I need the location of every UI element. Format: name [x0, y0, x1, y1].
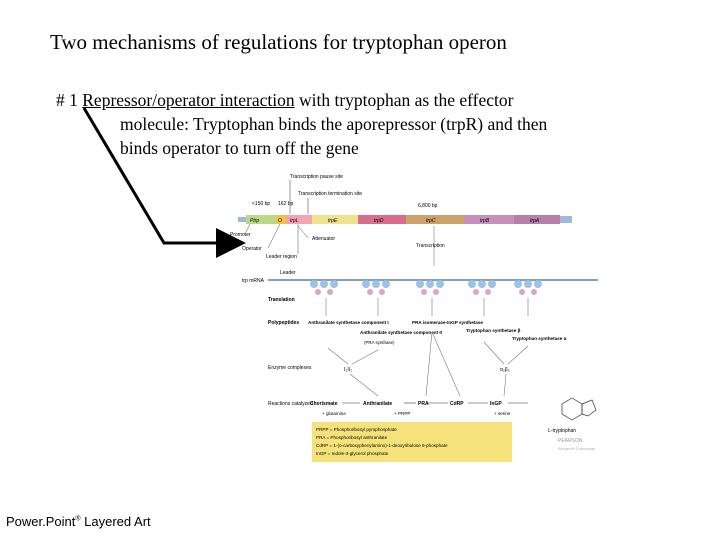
gene-block-ptrp [246, 215, 276, 224]
publisher-logo: PEARSON [558, 438, 583, 444]
polypeptide-trp-synthetase-alpha: Tryptophan synthetase α [512, 336, 567, 341]
pathway: Chorismate Anthranilate PRA CdRP InGP L-… [310, 397, 597, 434]
label-promoter: Promoter [230, 232, 251, 238]
label-operator: Operator [242, 246, 262, 252]
bullet-line-1: # 1 Repressor/operator interaction with … [56, 88, 656, 112]
label-150bp: <150 bp [252, 201, 270, 207]
label-162bp: 162 bp [278, 201, 294, 207]
gene-label-trpe: trpE [328, 218, 338, 224]
footer-suffix: Layered Art [80, 514, 151, 529]
tryptophan-ring-icon [561, 397, 583, 421]
gene-bar: Ptrp O trpL trpE trpD trpC trpB trpA [238, 215, 572, 224]
pathway-ingp: InGP [490, 401, 502, 407]
trp-operon-figure: Transcription pause site Transcription t… [230, 174, 598, 462]
label-pause-site: Transcription pause site [290, 174, 343, 180]
pathway-l-tryptophan: L-tryptophan [548, 428, 576, 434]
label-translation: Translation [268, 297, 295, 303]
abbreviation-legend [312, 422, 512, 462]
label-enzyme-complexes: Enzyme complexes [268, 365, 312, 371]
bullet-text: # 1 Repressor/operator interaction with … [56, 88, 656, 160]
bullet-underlined-term: Repressor/operator interaction [82, 90, 295, 110]
slide-title: Two mechanisms of regulations for trypto… [50, 30, 507, 54]
legend-ingp: InGP = Indole-3-glycerol phosphate [316, 451, 389, 456]
gene-block-trpd [358, 215, 406, 224]
bullet-line-3: binds operator to turn off the gene [120, 138, 359, 158]
gene-block-operator [276, 215, 286, 224]
label-polypeptides: Polypeptides [268, 320, 299, 326]
polypeptide-anthranilate-ii: Anthranilate synthetase component II [360, 330, 442, 335]
bullet-line-2: molecule: Tryptophan binds the aporepres… [120, 114, 548, 134]
pathway-chorismate: Chorismate [310, 401, 338, 407]
polypeptide-anthranilate-i: Anthranilate synthetase component I [308, 320, 389, 325]
pathway-pra: PRA [418, 401, 429, 407]
gene-label-trpa: trpA [530, 218, 540, 224]
gene-label-o: O [278, 218, 282, 224]
gene-label-trpl: trpL [290, 218, 299, 224]
gene-label-trpb: trpB [480, 218, 490, 224]
substrate-prpp: + PRPP [394, 411, 410, 416]
gene-block-trpa [514, 215, 560, 224]
label-pra-synthase: (PRA synthase) [364, 340, 395, 345]
label-transcription: Transcription [416, 243, 445, 249]
gene-label-trpd: trpD [374, 218, 384, 224]
gene-block-trpl [286, 215, 312, 224]
ribosome-clusters [310, 280, 542, 295]
legend-cdrp: CdRP = 1-(o-carboxyphenylamino)-1-deoxyr… [316, 443, 448, 448]
pathway-anthranilate: Anthranilate [363, 401, 392, 407]
substrate-serine: + serine [494, 411, 511, 416]
label-attenuator: Attenuator [312, 236, 335, 242]
label-leader-region: Leader region [266, 254, 297, 260]
footer-brand: Power.Point [6, 514, 76, 529]
footer-caption: Power.Point® Layered Art [6, 514, 151, 529]
bullet-line-1-rest: with tryptophan as the effector [294, 90, 514, 110]
legend-prpp: PRPP = Phosphoribosyl pyrophosphate [316, 427, 397, 432]
bullet-number: # 1 [56, 90, 78, 110]
label-reactions: Reactions catalyzed [268, 401, 313, 407]
substrate-glutamine: + glutamine [322, 411, 346, 416]
gene-block-trpc [406, 215, 464, 224]
gene-block-trpb [464, 215, 514, 224]
label-leader: Leader [280, 270, 296, 276]
complex-anthranilate-synthase: I₂II₂ [344, 367, 352, 373]
gene-label-trpc: trpC [426, 218, 436, 224]
legend-pra: PRA = Phosphoribosyl anthranilate [316, 435, 388, 440]
gene-block-trpe [312, 215, 358, 224]
complex-trp-synthase: α₂β₂ [500, 367, 510, 373]
publisher-sub: Benjamin Cummings [558, 446, 595, 451]
label-termination-site: Transcription termination site [298, 191, 362, 197]
label-6800bp: 6,800 bp [418, 203, 438, 209]
label-mrna: trp mRNA [242, 278, 265, 284]
footer-registered-mark: ® [75, 515, 81, 523]
pathway-cdrp: CdRP [450, 401, 464, 407]
polypeptide-pra-isomerase: PRA isomerase-InGP synthetase [412, 320, 483, 325]
polypeptide-trp-synthetase-beta: Tryptophan synthetase β [466, 328, 521, 333]
gene-label-ptrp: Ptrp [250, 218, 259, 224]
